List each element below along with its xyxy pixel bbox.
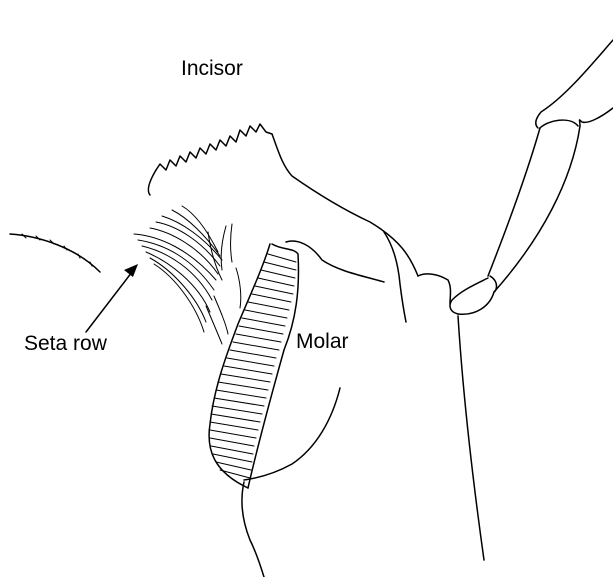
- incisor-teeth: [156, 124, 272, 170]
- incisor-label: Incisor: [181, 58, 243, 79]
- detached-seta: [10, 234, 100, 272]
- palp: [450, 40, 613, 560]
- molar-label: Molar: [296, 331, 349, 352]
- seta-row-arrow: [86, 264, 138, 332]
- mandible-body: [148, 134, 450, 577]
- molar: [209, 244, 298, 488]
- seta-row: [134, 206, 241, 344]
- seta-row-label: Seta row: [24, 333, 107, 354]
